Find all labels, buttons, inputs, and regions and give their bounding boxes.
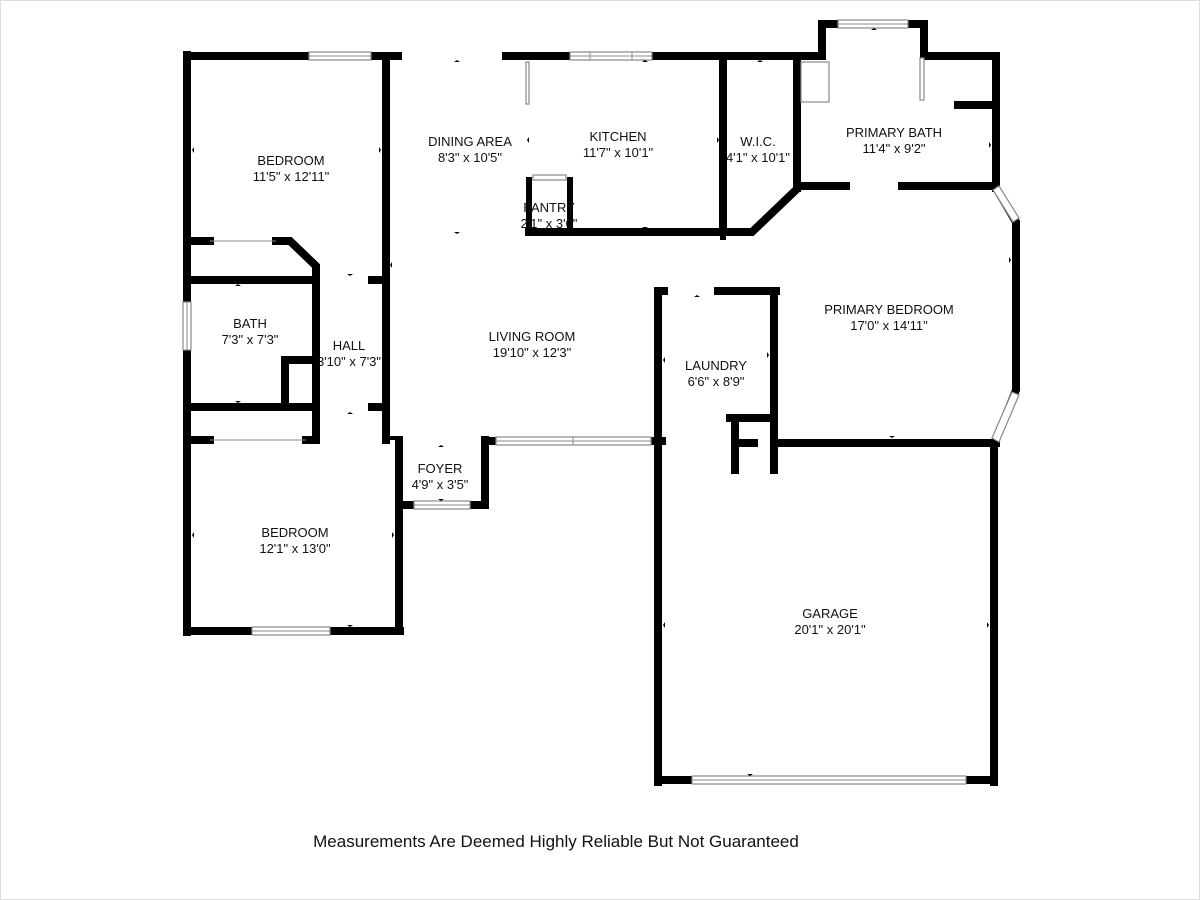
room-name-kitchen: KITCHEN (589, 129, 646, 144)
room-name-wic: W.I.C. (740, 134, 775, 149)
wall-kitchen-south (525, 182, 804, 236)
openings (320, 51, 898, 450)
room-dims-hall: 3'10" x 7'3" (317, 354, 381, 369)
room-dims-dining: 8'3" x 10'5" (438, 150, 502, 165)
room-name-bedroom-2: BEDROOM (261, 525, 328, 540)
wall-bath-closet (281, 356, 320, 411)
room-dims-bath: 7'3" x 7'3" (222, 332, 279, 347)
windows (182, 19, 1020, 785)
room-name-hall: HALL (333, 338, 366, 353)
room-dims-kitchen: 11'7" x 10'1" (583, 145, 654, 160)
window-bay-upper (992, 185, 1020, 223)
room-dims-wic: 4'1" x 10'1" (726, 150, 790, 165)
room-name-living: LIVING ROOM (489, 329, 576, 344)
room-dims-foyer: 4'9" x 3'5" (412, 477, 469, 492)
room-labels: BEDROOM 11'5" x 12'11" DINING AREA 8'3" … (222, 125, 954, 637)
kitchen-counter-edge (525, 61, 530, 105)
room-name-dining: DINING AREA (428, 134, 512, 149)
disclaimer-text: Measurements Are Deemed Highly Reliable … (313, 832, 799, 851)
room-name-bedroom-1: BEDROOM (257, 153, 324, 168)
room-name-primary-bedroom: PRIMARY BEDROOM (824, 302, 954, 317)
wall-closet-angle (272, 237, 320, 444)
bath-counter-edge (919, 57, 925, 101)
room-name-bath: BATH (233, 316, 267, 331)
room-dims-bedroom-2: 12'1" x 13'0" (259, 541, 331, 556)
room-dims-laundry: 6'6" x 8'9" (688, 374, 745, 389)
room-dims-pantry: 2'1" x 3'0" (521, 216, 578, 231)
shower-box (800, 61, 830, 103)
room-dims-garage: 20'1" x 20'1" (794, 622, 866, 637)
room-name-foyer: FOYER (418, 461, 463, 476)
room-name-pantry: PANTRY (523, 200, 575, 215)
room-name-primary-bath: PRIMARY BATH (846, 125, 942, 140)
pantry-door (532, 174, 567, 181)
room-dims-bedroom-1: 11'5" x 12'11" (253, 169, 330, 184)
room-name-laundry: LAUNDRY (685, 358, 747, 373)
dimension-markers (192, 28, 1011, 776)
window-bay-lower (991, 391, 1020, 443)
wall-bath-bay (818, 20, 1000, 192)
room-name-garage: GARAGE (802, 606, 858, 621)
room-dims-living: 19'10" x 12'3" (493, 345, 572, 360)
room-dims-primary-bath: 11'4" x 9'2" (862, 141, 925, 156)
room-dims-primary-bedroom: 17'0" x 14'11" (850, 318, 928, 333)
